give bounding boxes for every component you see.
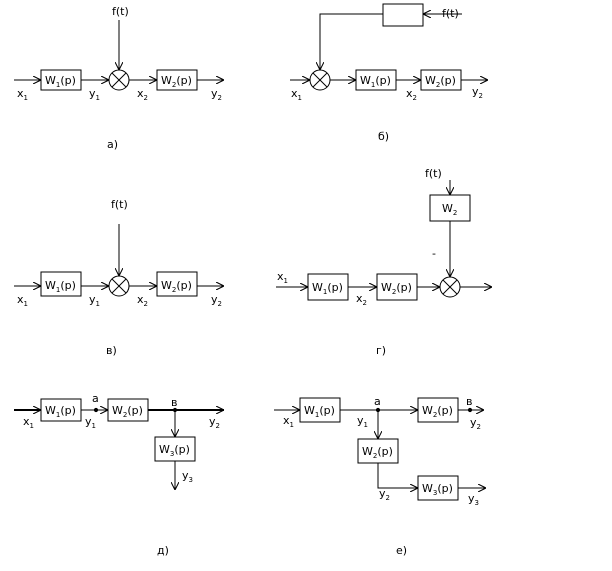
block-w2 — [156, 271, 198, 297]
signal-y2-lower: y2 — [379, 487, 390, 502]
block-w2-label: W2(p) — [161, 74, 192, 89]
signal-x1: x1 — [17, 293, 28, 308]
node-v-label: в — [466, 395, 472, 408]
block-w2-feedforward-label: W2 — [442, 202, 457, 217]
caption-v: в) — [106, 344, 117, 357]
diagram-v-text: W1(p) W2(p) f(t) x1 y1 x2 y2 в) — [17, 198, 222, 357]
caption-a: а) — [107, 138, 118, 151]
diagram-a — [14, 20, 224, 91]
caption-d: д) — [157, 544, 169, 557]
block-w1-label: W1(p) — [45, 404, 76, 419]
block-feedforward — [382, 3, 424, 27]
diagram-b — [290, 3, 488, 91]
block-w1-label: W1(p) — [45, 279, 76, 294]
diagram-e — [274, 397, 486, 501]
signal-y2-upper: y2 — [470, 416, 481, 431]
block-w2-label: W2(p) — [112, 404, 143, 419]
signal-y1: y1 — [357, 414, 368, 429]
node-v-label: в — [171, 396, 177, 409]
signal-x1: x1 — [17, 87, 28, 102]
signal-y2: y2 — [209, 415, 220, 430]
branch-node-v — [467, 407, 473, 413]
block-w1-label: W1(p) — [45, 74, 76, 89]
diagram-b-text: f(t) W1(p) W2(p) x1 x2 y2 б) — [291, 7, 483, 143]
block-w1 — [40, 271, 82, 297]
block-w3-label: W3(p) — [159, 443, 190, 458]
diagram-a-text: W1(p) W2(p) f(t) x1 y1 x2 y2 а) — [17, 5, 222, 151]
signal-x1: x1 — [283, 414, 294, 429]
block-w2-label: W2(p) — [161, 279, 192, 294]
block-w1-label: W1(p) — [312, 281, 343, 296]
diagram-d — [14, 398, 224, 490]
signal-y2: y2 — [472, 85, 483, 100]
disturbance-label: f(t) — [442, 7, 459, 20]
block-w1-label: W1(p) — [304, 404, 335, 419]
signal-y2: y2 — [211, 293, 222, 308]
caption-b: б) — [378, 130, 389, 143]
caption-e: е) — [396, 544, 407, 557]
signal-y3: y3 — [182, 469, 193, 484]
block-w2-label: W2(p) — [381, 281, 412, 296]
block-w2-upper-label: W2(p) — [422, 404, 453, 419]
signal-x1: x1 — [23, 415, 34, 430]
diagram-e-text: W1(p) W2(p) W2(p) W3(p) а в x1 y1 y2 y2 … — [283, 395, 481, 557]
disturbance-label: f(t) — [425, 167, 442, 180]
block-w2-lower-label: W2(p) — [362, 445, 393, 460]
branch-node-a — [93, 407, 99, 413]
signal-y1: y1 — [85, 415, 96, 430]
summing-junction — [108, 69, 130, 91]
disturbance-label: f(t) — [112, 5, 129, 18]
diagram-g — [276, 180, 492, 301]
disturbance-label: f(t) — [111, 198, 128, 211]
block-w2-label: W2(p) — [425, 74, 456, 89]
signal-y2: y2 — [211, 87, 222, 102]
signal-y3: y3 — [468, 492, 479, 507]
summing-junction — [108, 275, 130, 297]
node-a-label: а — [92, 392, 99, 405]
summing-junction — [309, 69, 331, 91]
signal-x1: x1 — [277, 270, 288, 285]
summing-junction — [439, 276, 461, 298]
caption-g: г) — [376, 344, 386, 357]
signal-x2: x2 — [137, 293, 148, 308]
block-w3-label: W3(p) — [422, 482, 453, 497]
minus-sign: - — [432, 247, 436, 260]
signal-x2: x2 — [137, 87, 148, 102]
signal-y1: y1 — [89, 87, 100, 102]
diagram-g-text: f(t) W2 - W1(p) W2(p) x1 x2 г) — [277, 167, 457, 357]
signal-x1: x1 — [291, 87, 302, 102]
signal-y1: y1 — [89, 293, 100, 308]
signal-x2: x2 — [406, 87, 417, 102]
signal-x2: x2 — [356, 292, 367, 307]
diagram-v — [14, 224, 224, 297]
block-w1-label: W1(p) — [360, 74, 391, 89]
node-a-label: а — [374, 395, 381, 408]
diagram-d-text: W1(p) W2(p) W3(p) а в x1 y1 y2 y3 д) — [23, 392, 220, 557]
